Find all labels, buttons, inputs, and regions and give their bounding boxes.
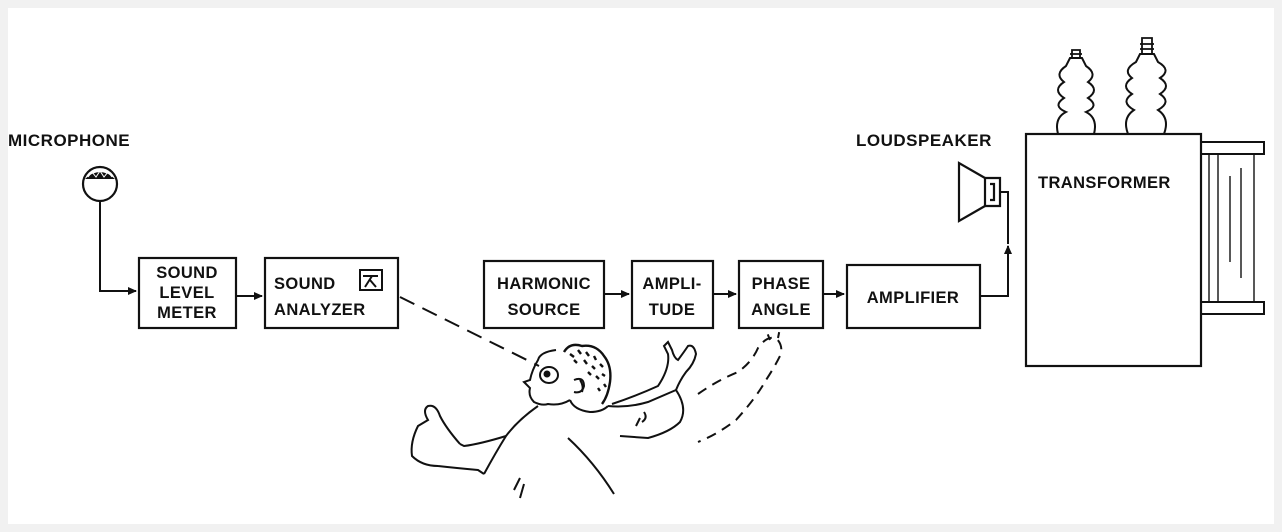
phase-angle-line-2: ANGLE xyxy=(751,301,811,319)
transformer-icon xyxy=(1024,37,1265,368)
line-of-sight xyxy=(399,296,540,367)
sound-analyzer-line-2: ANALYZER xyxy=(274,301,366,319)
amplitude-line-2: TUDE xyxy=(649,301,696,319)
diagram-canvas: MICROPHONE SOUND LEVEL METER SOUND ANALY… xyxy=(8,8,1274,524)
speaker-lead xyxy=(1000,191,1009,244)
amplifier-line-1: AMPLIFIER xyxy=(867,289,960,307)
microphone-icon xyxy=(81,165,119,203)
loudspeaker-label: LOUDSPEAKER xyxy=(856,131,992,150)
sound-level-meter-line-2: LEVEL xyxy=(159,284,214,302)
block-sound-analyzer xyxy=(263,256,400,330)
block-transformer xyxy=(1024,132,1203,368)
meter-dial-icon xyxy=(359,269,383,291)
phase-angle-line-1: PHASE xyxy=(752,275,811,293)
block-sound-level-meter xyxy=(137,256,238,330)
sound-level-meter-line-1: SOUND xyxy=(156,264,218,282)
operator-figure xyxy=(410,327,783,499)
transformer-label: TRANSFORMER xyxy=(1038,174,1171,192)
sound-level-meter-line-3: METER xyxy=(157,304,217,322)
block-diagram: MICROPHONE SOUND LEVEL METER SOUND ANALY… xyxy=(8,37,1265,499)
harmonic-source-line-2: SOURCE xyxy=(508,301,581,319)
sound-analyzer-line-1: SOUND xyxy=(274,275,336,293)
amplifier-to-speaker-wire xyxy=(980,245,1012,297)
loudspeaker-icon xyxy=(957,161,1002,223)
microphone-label: MICROPHONE xyxy=(8,131,130,150)
amplitude-line-1: AMPLI- xyxy=(642,275,701,293)
harmonic-source-line-1: HARMONIC xyxy=(497,275,591,293)
mic-cable xyxy=(99,201,137,295)
